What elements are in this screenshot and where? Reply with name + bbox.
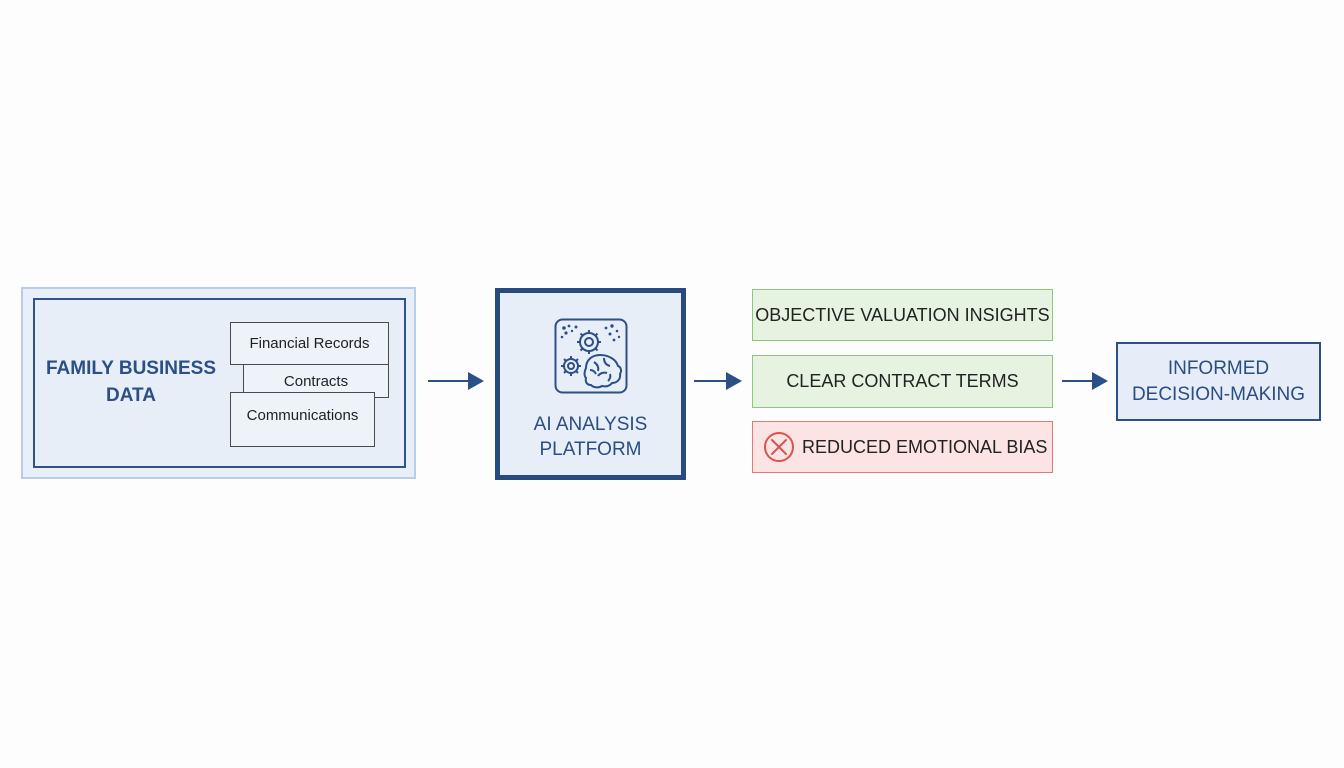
family-business-data-title-line2: DATA (106, 385, 156, 406)
informed-decision-making-title-line1: INFORMED (1167, 357, 1270, 379)
informed-decision-making-box: INFORMED DECISION-MAKING (1116, 342, 1321, 421)
document-financial-records-label: Financial Records (249, 335, 370, 352)
outcome-reduced-emotional-bias: REDUCED EMOTIONAL BIAS (752, 421, 1053, 473)
document-financial-records: Financial Records (230, 322, 389, 365)
ai-analysis-platform-title: AI ANALYSIS PLATFORM (500, 412, 681, 462)
outcome-label: REDUCED EMOTIONAL BIAS (802, 436, 1048, 457)
x-circle-icon (764, 432, 794, 462)
family-business-data-title: FAMILY BUSINESS DATA (40, 355, 222, 409)
document-communications-label: Communications (246, 407, 359, 424)
document-communications: Communications (230, 392, 375, 447)
outcome-objective-valuation-insights: OBJECTIVE VALUATION INSIGHTS (752, 289, 1053, 341)
ai-gears-brain-icon (554, 318, 628, 394)
family-business-data-title-line1: FAMILY BUSINESS (46, 358, 216, 379)
ai-analysis-platform-title-line2: PLATFORM (539, 439, 642, 460)
arrow-right-icon (428, 372, 484, 390)
document-contracts-label: Contracts (283, 372, 349, 390)
informed-decision-making-title: INFORMED DECISION-MAKING (1119, 356, 1319, 408)
arrow-right-icon (694, 372, 742, 390)
informed-decision-making-title-line2: DECISION-MAKING (1131, 383, 1306, 405)
outcome-clear-contract-terms: CLEAR CONTRACT TERMS (752, 355, 1053, 408)
outcome-label: CLEAR CONTRACT TERMS (786, 371, 1019, 391)
arrow-right-icon (1062, 372, 1108, 390)
outcome-label: OBJECTIVE VALUATION INSIGHTS (755, 304, 1050, 325)
ai-analysis-platform-title-line1: AI ANALYSIS (533, 414, 648, 435)
